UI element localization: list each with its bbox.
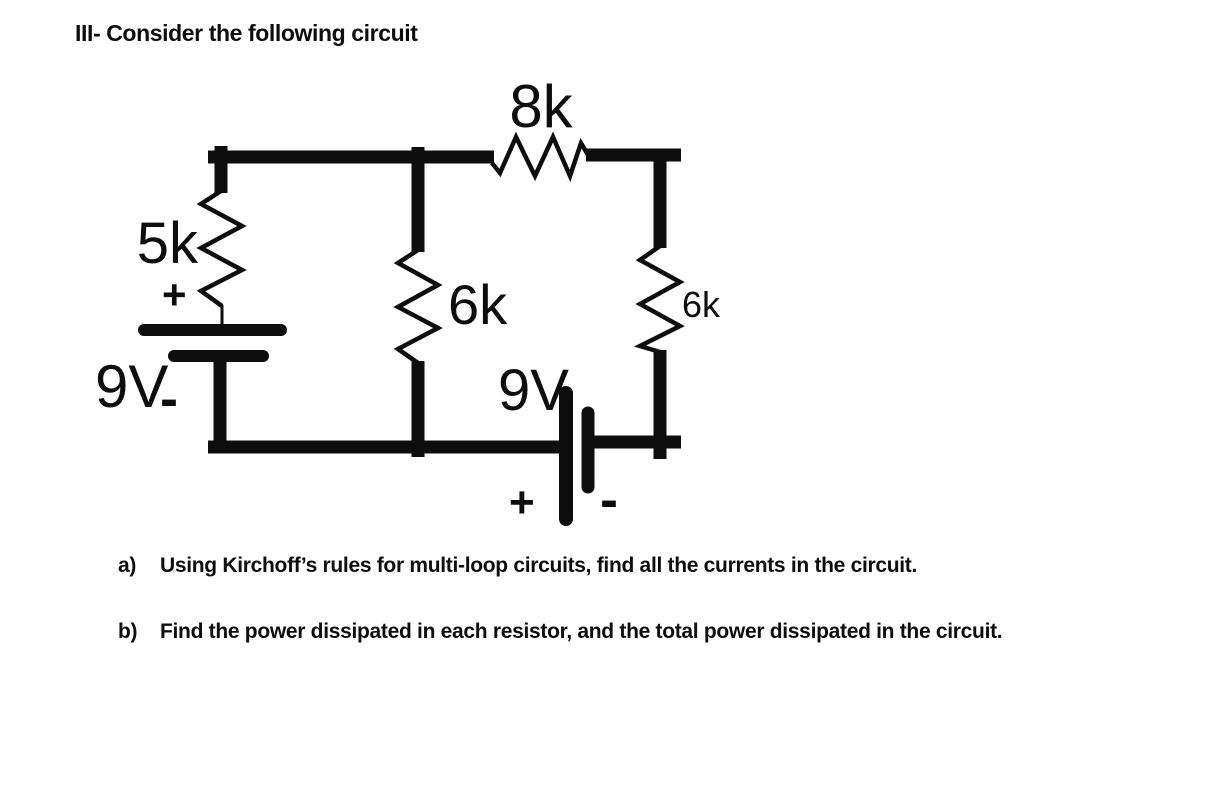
right-resistor-label: 6k xyxy=(682,284,721,325)
page-title: III- Consider the following circuit xyxy=(75,20,418,46)
left-battery-minus-sign: - xyxy=(160,369,178,429)
left-battery-label: 9V xyxy=(95,353,168,420)
question-b-marker: b) xyxy=(118,620,138,643)
question-a: a) Using Kirchoff’s rules for multi-loop… xyxy=(118,554,917,578)
question-b: b) Find the power dissipated in each res… xyxy=(118,620,1003,644)
right-resistor-zigzag xyxy=(633,244,685,355)
left-resistor-label: 5k xyxy=(137,211,199,276)
question-a-marker: a) xyxy=(118,554,137,577)
bottom-battery-minus-sign: - xyxy=(600,470,618,530)
bottom-battery-label: 9V xyxy=(498,358,569,423)
middle-resistor-zigzag xyxy=(393,248,443,365)
left-battery-plus-sign: + xyxy=(162,271,187,318)
top-resistor-zigzag xyxy=(490,131,590,183)
question-b-text: Find the power dissipated in each resist… xyxy=(160,620,1003,643)
bottom-battery-plus-sign: + xyxy=(509,478,535,527)
top-resistor-label: 8k xyxy=(509,73,573,140)
left-resistor-zigzag xyxy=(196,189,247,308)
question-a-text: Using Kirchoff’s rules for multi-loop ci… xyxy=(160,554,918,577)
middle-resistor-label: 6k xyxy=(448,273,508,336)
circuit-diagram: 8k 5k 6k 6k 9V 9V + - + - xyxy=(95,73,721,530)
